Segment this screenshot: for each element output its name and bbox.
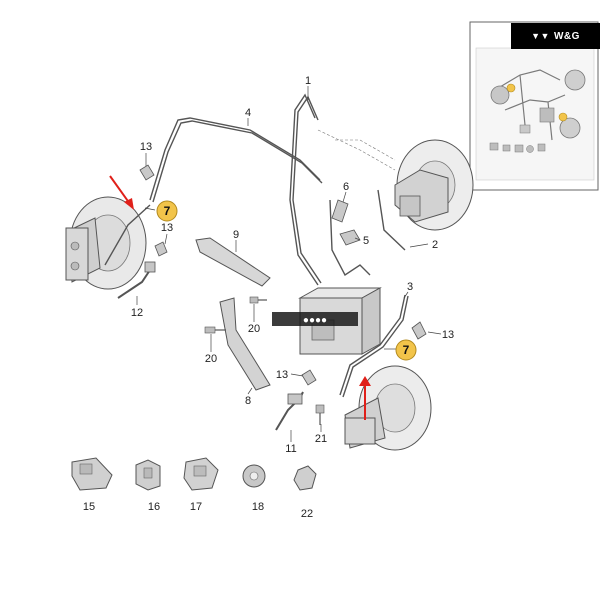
callout-17: 17 — [190, 501, 202, 513]
part-15-bracket — [71, 457, 113, 491]
callout-6: 6 — [343, 181, 349, 193]
vehicle-overview-inset — [469, 21, 599, 191]
callout-4: 4 — [245, 107, 251, 119]
callout-13: 13 — [140, 141, 152, 153]
brand-mark-icon: ▼▼ — [531, 31, 550, 41]
hose-11 — [275, 391, 304, 431]
clip-13-right — [411, 321, 427, 340]
callout-21: 21 — [315, 433, 327, 445]
bracket-9 — [195, 237, 271, 287]
callout-12: 12 — [131, 307, 143, 319]
badge-7-right-label: 7 — [403, 343, 410, 357]
watermark-logo: ●●●● — [272, 312, 358, 326]
callout-5: 5 — [363, 235, 369, 247]
clip-13-left-top — [139, 164, 155, 181]
clip-13-center — [301, 369, 317, 386]
part-16-clip — [135, 459, 161, 491]
badge-7-right: 7 — [395, 339, 417, 361]
brake-lines — [104, 93, 409, 398]
brand-text: W&G — [553, 30, 580, 42]
callout-16: 16 — [148, 501, 160, 513]
left-brake-disc — [65, 196, 147, 290]
right-brake-disc-bottom — [344, 365, 432, 451]
fitting-6 — [331, 199, 349, 223]
callout-13: 13 — [442, 329, 454, 341]
part-17-holder — [183, 457, 219, 491]
svg-text:●●●●: ●●●● — [303, 315, 327, 326]
part-18-grommet — [242, 464, 266, 488]
red-arrow-icon — [109, 175, 134, 210]
callout-22: 22 — [301, 508, 313, 520]
callout-1: 1 — [305, 75, 311, 87]
bracket-8 — [219, 297, 271, 391]
callout-15: 15 — [83, 501, 95, 513]
bolt-20-right — [249, 296, 267, 304]
callout-2: 2 — [432, 239, 438, 251]
callout-8: 8 — [245, 395, 251, 407]
callout-18: 18 — [252, 501, 264, 513]
callout-13: 13 — [276, 369, 288, 381]
brand-badge: ▼▼ W&G — [511, 23, 600, 49]
callout-13: 13 — [161, 222, 173, 234]
part-22-cap — [293, 465, 317, 491]
right-brake-disc-top — [394, 139, 474, 231]
callout-20: 20 — [205, 353, 217, 365]
red-arrow-icon — [359, 376, 371, 420]
bolt-21 — [315, 404, 325, 425]
callout-20: 20 — [248, 323, 260, 335]
hose-12 — [117, 261, 156, 299]
fitting-5 — [339, 229, 361, 246]
badge-7-left: 7 — [156, 200, 178, 222]
badge-7-left-label: 7 — [164, 204, 171, 218]
bolt-20-left — [204, 326, 226, 334]
clip-13-left-bottom — [154, 241, 168, 257]
callout-11: 11 — [285, 443, 296, 455]
callout-9: 9 — [233, 229, 239, 241]
callout-3: 3 — [407, 281, 413, 293]
